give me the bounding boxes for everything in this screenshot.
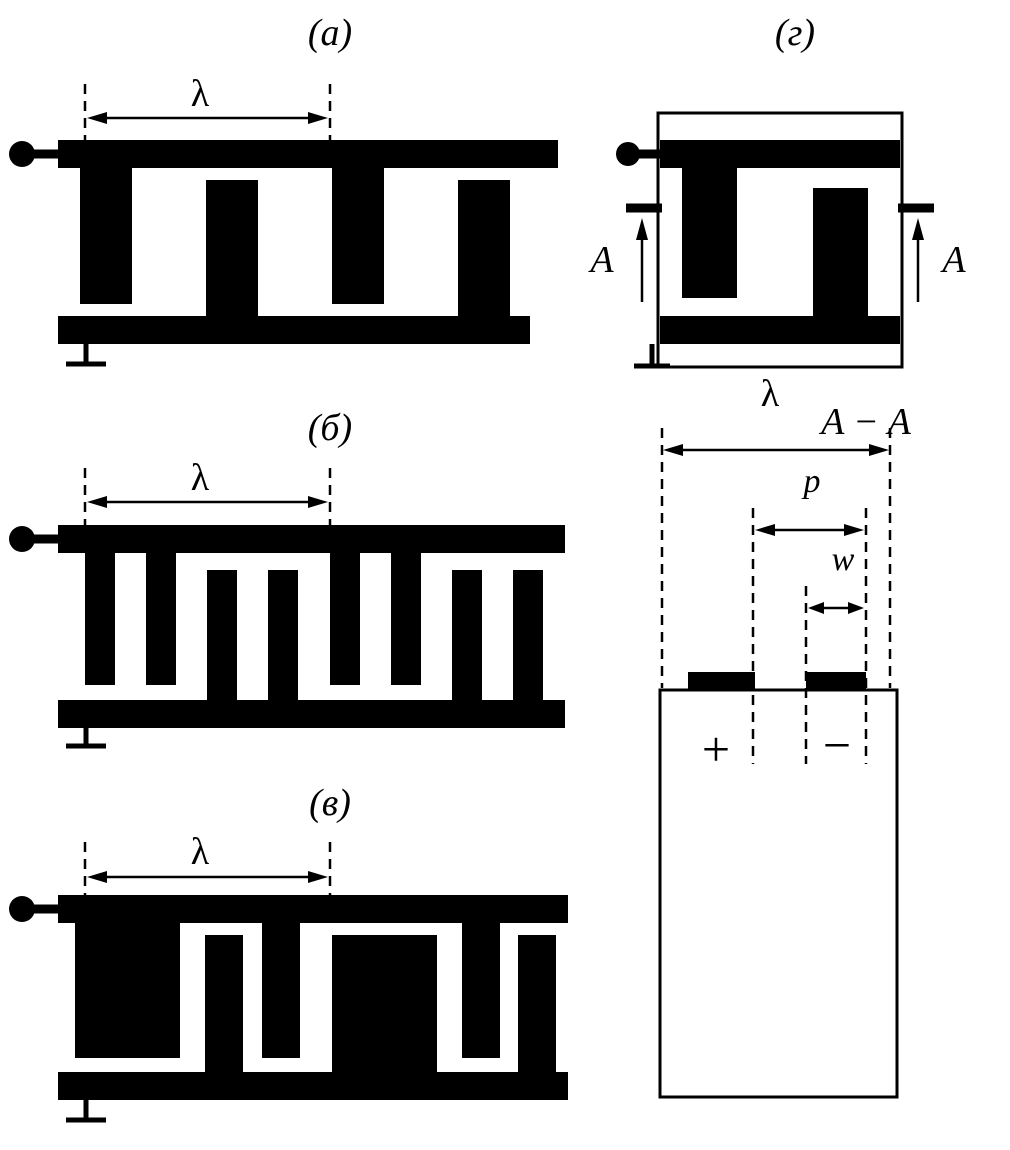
arrowhead-right-icon: [844, 524, 864, 536]
arrowhead-up-icon: [636, 218, 648, 240]
arrowhead-left-icon: [87, 112, 107, 124]
arrowhead-left-icon: [87, 871, 107, 883]
top-busbar: [660, 140, 900, 168]
arrowhead-left-icon: [808, 602, 824, 614]
electrode-finger: [206, 180, 258, 318]
section-title: A − A: [818, 401, 911, 443]
pitch-label: p: [802, 463, 821, 500]
bottom-busbar: [660, 316, 900, 344]
electrode-finger: [518, 935, 556, 1074]
electrode-finger: [262, 921, 300, 1058]
top-busbar: [58, 140, 558, 168]
panel-v: (в) λ: [9, 782, 568, 1123]
electrode-finger: [85, 551, 115, 685]
electrode-finger: [75, 921, 180, 1058]
arrowhead-left-icon: [663, 444, 683, 456]
electrode-cross-section-plus: [688, 672, 755, 690]
panel-a: (а) λ: [9, 12, 558, 367]
panel-a-lambda-label: λ: [191, 73, 210, 115]
electrode-finger: [682, 166, 737, 298]
arrowhead-right-icon: [308, 871, 328, 883]
terminal-dot-icon: [616, 142, 640, 166]
electrode-finger: [513, 570, 543, 702]
section-lambda-label: λ: [761, 373, 780, 415]
arrowhead-right-icon: [308, 496, 328, 508]
electrode-finger: [268, 570, 298, 702]
arrowhead-up-icon: [912, 218, 924, 240]
bottom-busbar: [58, 700, 565, 728]
panel-b: (б) λ: [9, 407, 565, 749]
top-busbar: [58, 895, 568, 923]
electrode-finger: [146, 551, 176, 685]
electrode-finger: [458, 180, 510, 318]
arrowhead-right-icon: [308, 112, 328, 124]
section-arrow-left-label: A: [587, 239, 614, 281]
polarity-plus-label: +: [702, 721, 730, 777]
panel-v-label: (в): [309, 782, 351, 824]
bottom-busbar: [58, 1072, 568, 1100]
arrowhead-left-icon: [87, 496, 107, 508]
terminal-dot-icon: [9, 526, 35, 552]
arrowhead-right-icon: [848, 602, 864, 614]
substrate-body: [658, 688, 899, 1099]
electrode-finger: [80, 166, 132, 304]
terminal-dot-icon: [9, 896, 35, 922]
electrode-finger: [813, 188, 868, 316]
electrode-cross-section-minus: [806, 672, 866, 690]
electrode-finger: [332, 166, 384, 304]
panel-v-lambda-label: λ: [191, 831, 210, 873]
arrowhead-left-icon: [755, 524, 775, 536]
bottom-busbar: [58, 316, 530, 344]
terminal-dot-icon: [9, 141, 35, 167]
panel-g: (г) A A: [587, 12, 966, 369]
top-busbar: [58, 525, 565, 553]
section-aa: A − A λ p w + −: [658, 373, 912, 1099]
electrode-finger: [330, 551, 360, 685]
electrode-finger: [462, 921, 500, 1058]
electrode-finger: [391, 551, 421, 685]
panel-g-label: (г): [775, 12, 815, 54]
section-arrow-right-label: A: [939, 239, 966, 281]
panel-b-lambda-label: λ: [191, 457, 210, 499]
polarity-minus-label: −: [823, 717, 851, 773]
electrode-finger: [207, 570, 237, 702]
width-label: w: [832, 541, 855, 578]
electrode-finger: [452, 570, 482, 702]
electrode-finger: [205, 935, 243, 1074]
arrowhead-right-icon: [869, 444, 889, 456]
electrode-finger: [332, 935, 437, 1074]
panel-b-label: (б): [308, 407, 352, 449]
panel-a-label: (а): [308, 12, 352, 54]
